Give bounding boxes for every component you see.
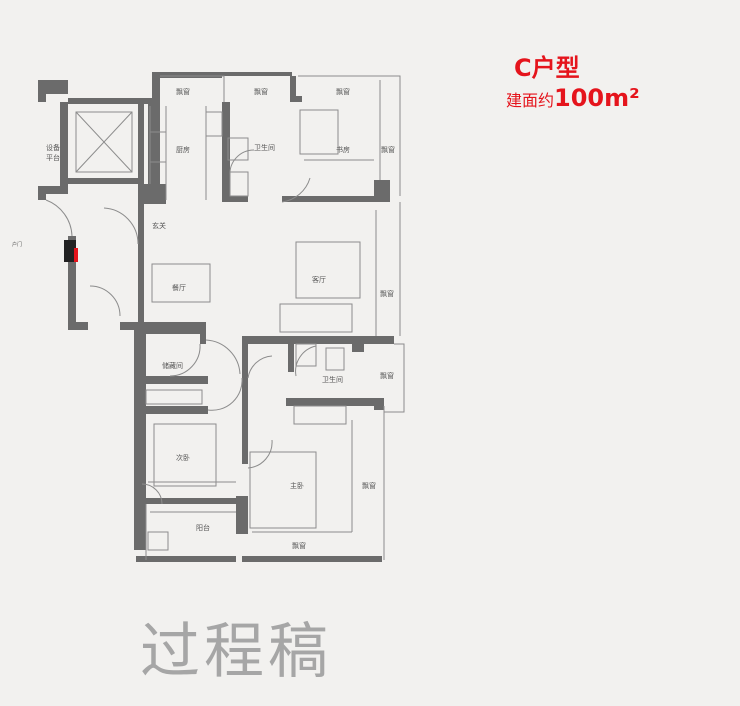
- fixture-lines: [45, 75, 405, 560]
- label-kitchen: 厨房: [176, 145, 190, 154]
- area-prefix: 建面约: [506, 91, 555, 110]
- draft-watermark: 过程稿: [140, 617, 332, 687]
- area-caption: 建面约100m²: [506, 84, 640, 112]
- label-master: 主卧: [290, 481, 304, 490]
- walls: [38, 72, 394, 562]
- label-entrance: 玄关: [152, 221, 166, 230]
- label-balcony: 阳台: [196, 523, 210, 532]
- label-piaochuang-study-side: 飘窗: [381, 145, 395, 154]
- label-piaochuang-bath2: 飘窗: [380, 371, 394, 380]
- label-equip-2: 平台: [46, 153, 60, 162]
- label-bath1: 卫生间: [254, 143, 275, 152]
- label-study: 书房: [336, 145, 350, 154]
- label-living: 客厅: [312, 275, 326, 284]
- room-labels: 飘窗 飘窗 飘窗 厨房 卫生间 书房 飘窗 设备 平台 玄关 餐厅 客厅 飘窗 …: [12, 87, 395, 550]
- label-door-note: 户门: [12, 241, 22, 248]
- vent-symbol: [64, 240, 78, 262]
- label-piaochuang-living: 飘窗: [380, 289, 394, 298]
- label-piaochuang-bath: 飘窗: [254, 87, 268, 96]
- label-dining: 餐厅: [172, 283, 186, 292]
- unit-type-title: C户型: [514, 54, 580, 82]
- label-bath2: 卫生间: [322, 375, 343, 384]
- label-storage: 储藏间: [162, 361, 183, 370]
- area-value: 100m²: [554, 84, 640, 112]
- label-piaochuang-master-bottom: 飘窗: [292, 541, 306, 550]
- label-piaochuang-master-side: 飘窗: [362, 481, 376, 490]
- label-piaochuang-study: 飘窗: [336, 87, 350, 96]
- label-bedroom2: 次卧: [176, 453, 190, 462]
- label-equip-1: 设备: [46, 143, 60, 152]
- label-piaochuang-kitchen: 飘窗: [176, 87, 190, 96]
